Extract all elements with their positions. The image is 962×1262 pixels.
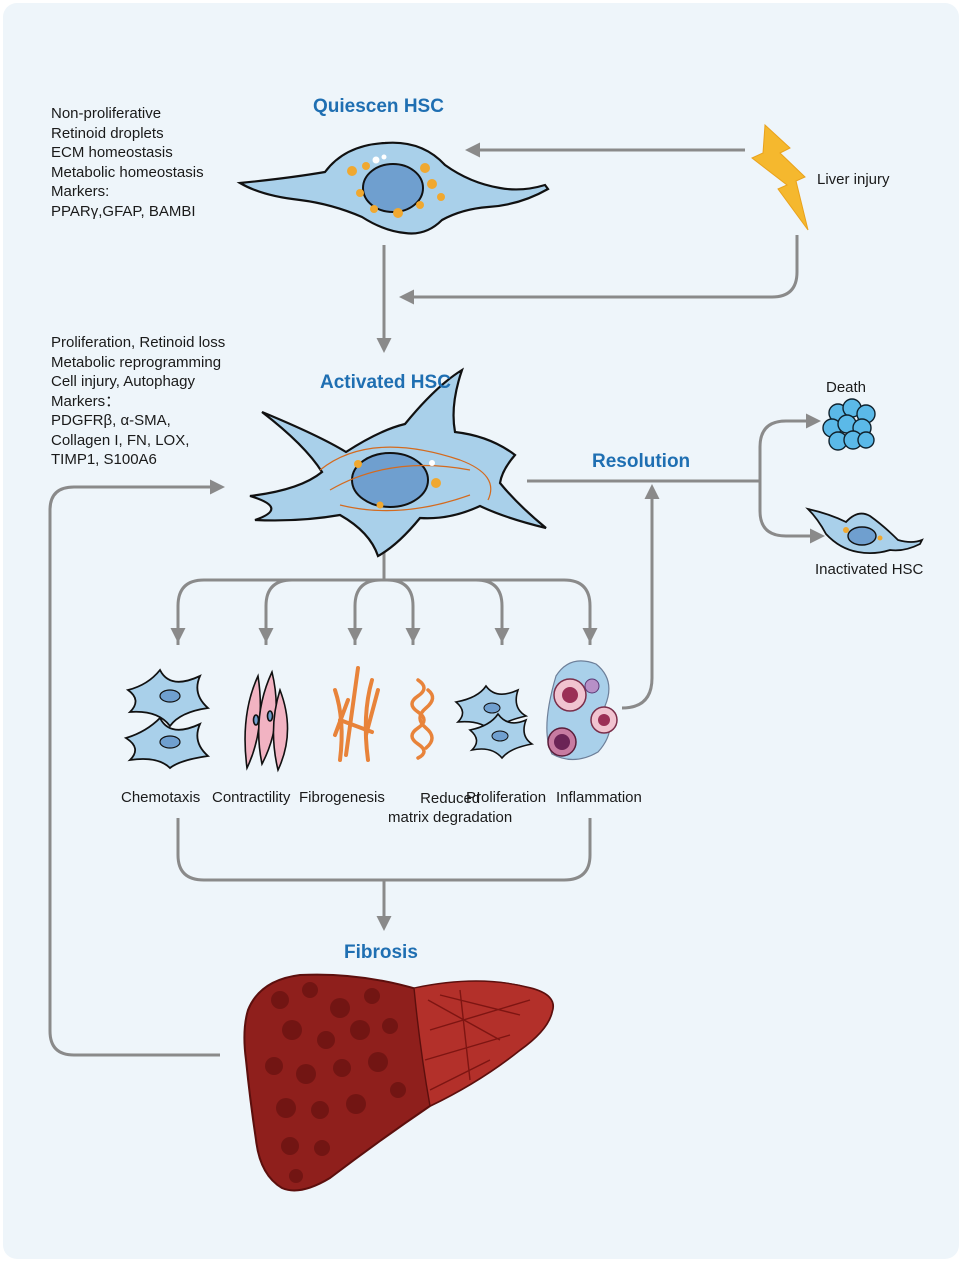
activated-hsc-cell	[249, 367, 547, 558]
arrow-to-death	[758, 413, 821, 481]
arrow-to-inactivated	[758, 481, 825, 544]
arrow-branch-bar	[176, 578, 592, 645]
liver-fibrosis-organ	[243, 973, 554, 1192]
arrow-to-proliferation	[475, 578, 504, 645]
arrow-injury-loop	[399, 235, 799, 305]
fibrogenesis-icon	[333, 666, 380, 762]
activated-features: Proliferation, Retinoid loss Metabolic r…	[51, 334, 226, 468]
arrow-inflammation-to-resolution	[621, 484, 660, 710]
inactivated-hsc-cell	[805, 507, 924, 555]
inflammation-icon	[546, 660, 618, 761]
arrow-to-fibrogenesis	[353, 578, 382, 645]
activated-title: Activated HSC	[320, 372, 451, 393]
function-label-reduced-degradation: Reduced matrix degradation	[388, 790, 513, 826]
arrow-merge-to-fibrosis	[176, 818, 592, 882]
resolution-title: Resolution	[592, 451, 691, 472]
arrow-to-contractility	[264, 578, 293, 645]
function-label-proliferation: Proliferation	[466, 789, 547, 806]
contractility-icon	[244, 669, 289, 773]
function-label-fibrogenesis: Fibrogenesis	[299, 789, 385, 806]
function-label-inflammation: Inflammation	[556, 789, 642, 806]
death-label: Death	[826, 379, 867, 396]
fibrosis-title: Fibrosis	[344, 942, 418, 963]
function-label-chemotaxis: Chemotaxis	[121, 789, 201, 806]
proliferation-icon	[454, 684, 535, 760]
liver-injury-label: Liver injury	[817, 171, 890, 188]
quiescent-title: Quiescen HSC	[313, 96, 444, 117]
chemotaxis-icon	[123, 668, 211, 770]
inactivated-hsc-label: Inactivated HSC	[815, 561, 924, 578]
connector-arrows	[48, 142, 825, 1057]
lightning-icon	[751, 123, 809, 231]
quiescent-features: Non-proliferative Retinoid droplets ECM …	[51, 105, 204, 220]
reduced-degradation-icon	[410, 678, 435, 760]
arrow-fibrosis-feedback	[48, 479, 225, 1057]
quiescent-hsc-cell	[236, 141, 550, 235]
apoptotic-cell-cluster	[822, 398, 876, 451]
arrow-to-reduced	[386, 578, 415, 645]
function-label-contractility: Contractility	[212, 789, 291, 806]
